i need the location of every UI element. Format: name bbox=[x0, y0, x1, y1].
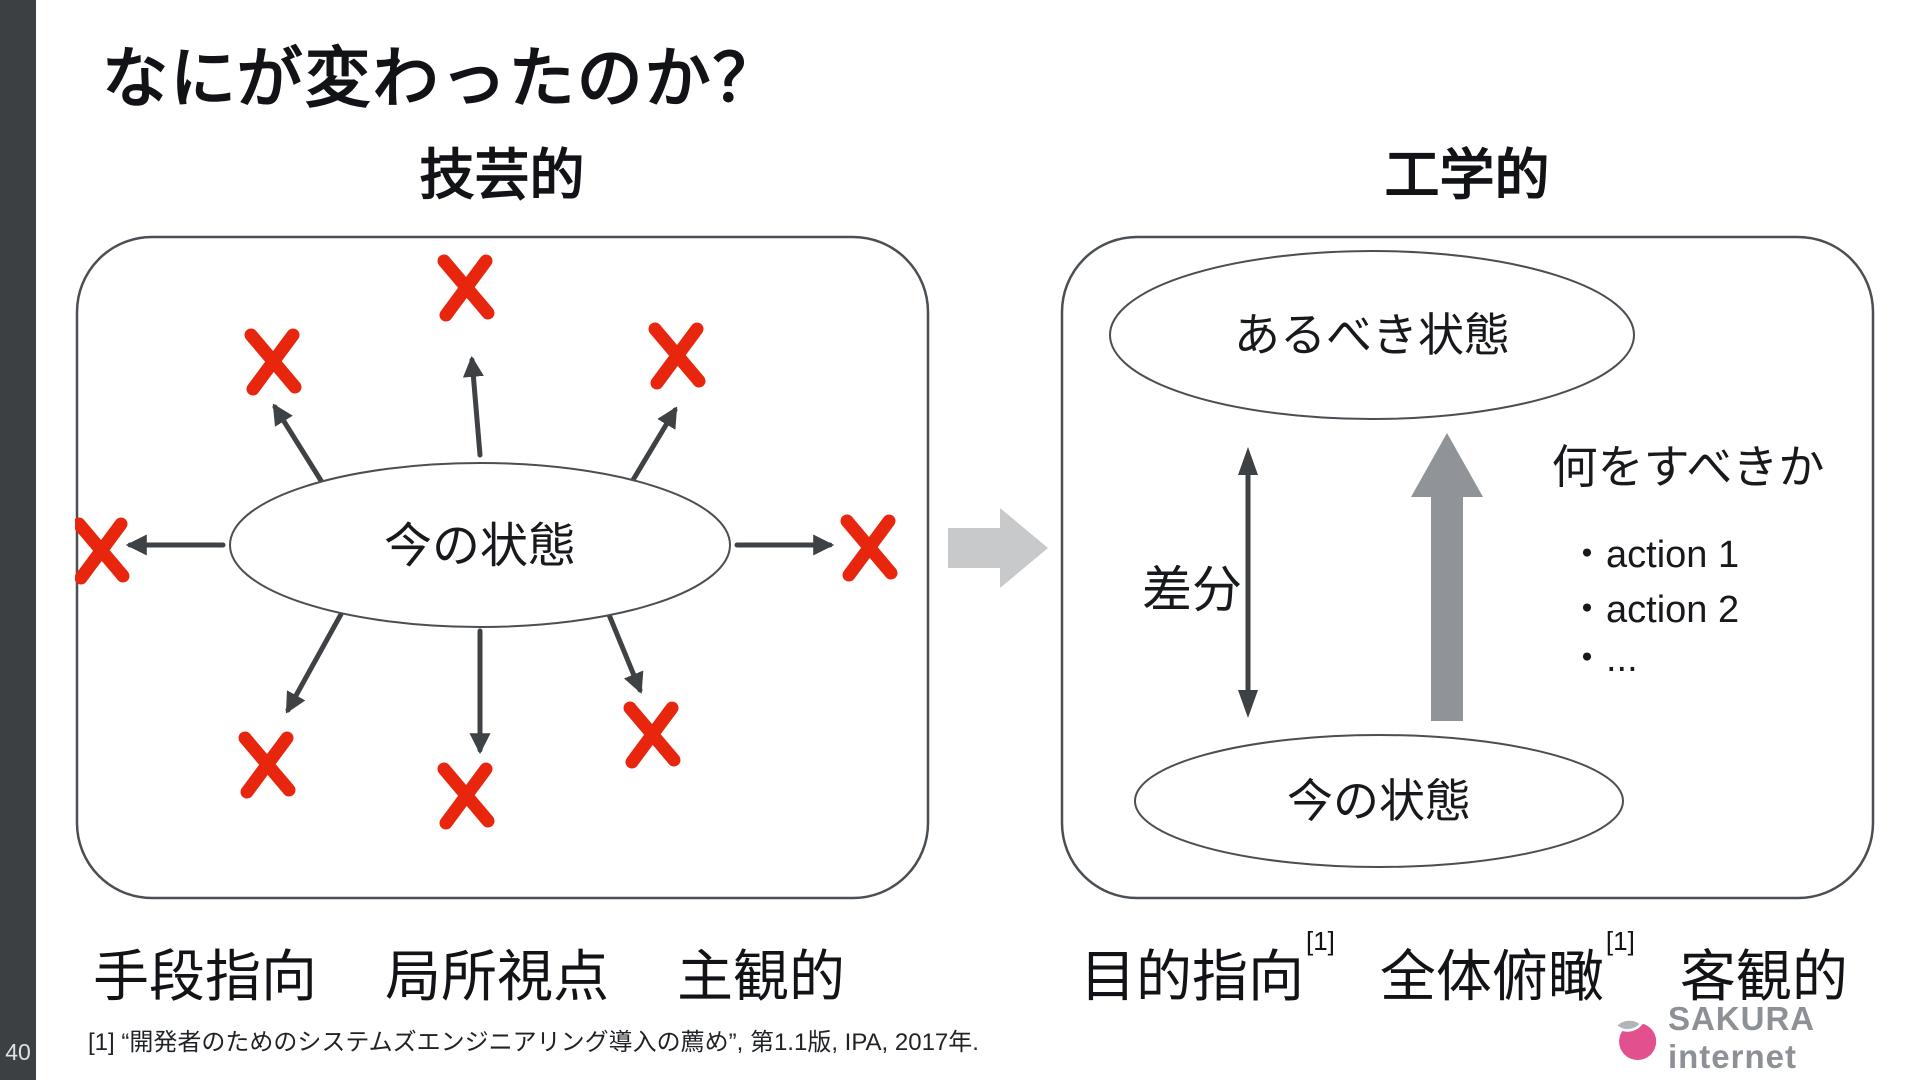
current-state-ellipse bbox=[1134, 734, 1624, 868]
diff-double-arrow bbox=[1238, 447, 1258, 718]
side-strip: 40 bbox=[0, 0, 36, 1080]
sakura-logo-icon bbox=[1613, 1018, 1657, 1061]
left-diagram: 今の状態 bbox=[75, 235, 930, 900]
left-bottom-labels: 手段指向 局所視点 主観的 bbox=[93, 932, 845, 1013]
sakura-logo-text: SAKURA internet bbox=[1667, 1000, 1814, 1075]
question-label: 何をすべきか bbox=[1552, 441, 1825, 493]
sakura-logo: SAKURA internet bbox=[1612, 1000, 1920, 1076]
right-diagram: あるべき状態 今の状態 差分 何をすべきか ・action 1 ・action … bbox=[1060, 235, 1875, 900]
action-item: ・action 2 bbox=[1568, 589, 1739, 631]
label-objective: 客観的 bbox=[1680, 932, 1850, 1013]
left-panel-heading: 技芸的 bbox=[419, 144, 585, 206]
label-whole-view: 全体俯瞰[1] bbox=[1379, 926, 1635, 1013]
current-state-label: 今の状態 bbox=[384, 520, 576, 573]
label-objective-text: 客観的 bbox=[1679, 945, 1848, 1008]
footnote-ref: [1] bbox=[1605, 926, 1635, 956]
footnote: [1] “開発者のためのシステムズエンジニアリング導入の薦め”, 第1.1版, … bbox=[88, 1029, 979, 1056]
right-bottom-labels: 目的指向[1] 全体俯瞰[1] 客観的 bbox=[1080, 926, 1850, 1013]
page-number: 40 bbox=[5, 1039, 31, 1065]
action-item: ・... bbox=[1568, 638, 1638, 680]
right-panel-heading: 工学的 bbox=[1384, 144, 1550, 206]
radiating-arrows bbox=[125, 355, 835, 755]
label-local-viewpoint: 局所視点 bbox=[385, 945, 609, 1008]
label-goal-oriented-text: 目的指向 bbox=[1080, 945, 1304, 1008]
action-up-arrow-icon bbox=[1411, 433, 1483, 721]
transition-arrow-icon bbox=[948, 508, 1048, 588]
current-state-label: 今の状態 bbox=[1287, 775, 1471, 827]
desired-state-ellipse bbox=[1109, 250, 1635, 420]
desired-state-label: あるべき状態 bbox=[1234, 309, 1510, 361]
diff-label: 差分 bbox=[1142, 562, 1242, 618]
action-item: ・action 1 bbox=[1568, 534, 1739, 576]
label-subjective: 主観的 bbox=[677, 945, 845, 1008]
current-state-ellipse bbox=[229, 462, 731, 628]
label-whole-view-text: 全体俯瞰 bbox=[1379, 945, 1604, 1008]
label-means-oriented: 手段指向 bbox=[93, 945, 317, 1008]
page-title: なにが変わったのか？ bbox=[102, 41, 781, 115]
label-goal-oriented: 目的指向[1] bbox=[1080, 926, 1335, 1013]
footnote-ref: [1] bbox=[1306, 926, 1335, 956]
